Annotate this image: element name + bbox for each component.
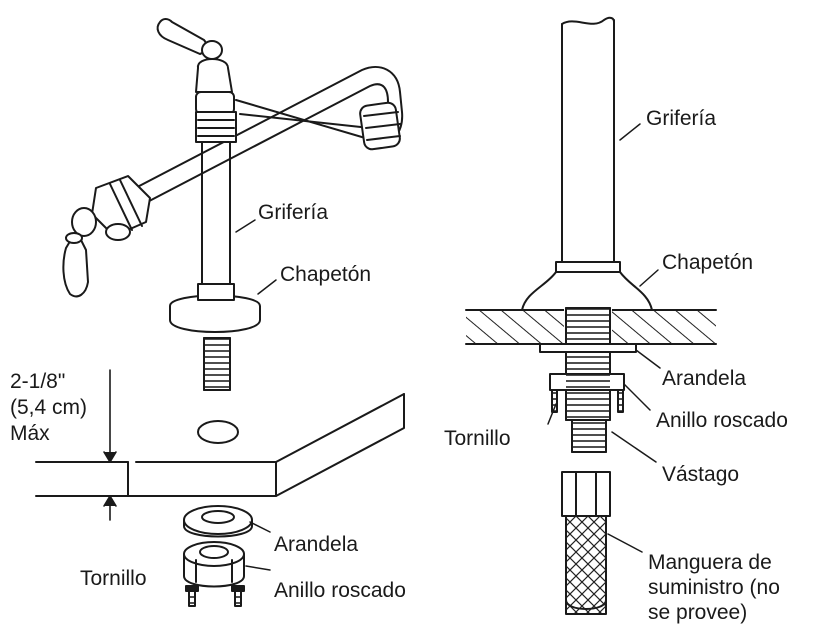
label-chapeton-right: Chapetón [662,251,754,274]
label-anillo-right: Anillo roscado [656,409,788,432]
left-threaded-ring [183,541,245,588]
label-anillo-left: Anillo roscado [274,579,406,602]
dimension-max: Máx [10,422,50,445]
label-chapeton-left: Chapetón [280,263,372,286]
dimension-value: 2-1/8" [10,370,66,393]
right-faucet-column [521,16,653,311]
label-griferia-right: Grifería [646,107,717,130]
label-tornillo-left: Tornillo [80,567,147,590]
label-vastago-right: Vástago [662,463,740,486]
left-leader-lines [235,219,277,571]
right-leader-lines [547,123,661,553]
right-supply-hose [561,471,611,615]
left-washer [183,505,253,538]
label-arandela-right: Arandela [662,367,747,390]
label-arandela-left: Arandela [274,533,359,556]
label-griferia-left: Grifería [258,201,329,224]
left-screws [185,585,245,607]
label-tornillo-right: Tornillo [444,427,511,450]
right-threaded-shank [539,307,637,453]
label-manguera-right: Manguera de suministro (no se provee) [648,551,780,624]
left-faucet [62,18,404,391]
dimension-metric: (5,4 cm) [10,396,88,419]
dimension-marker [103,369,117,521]
left-countertop [35,393,405,497]
